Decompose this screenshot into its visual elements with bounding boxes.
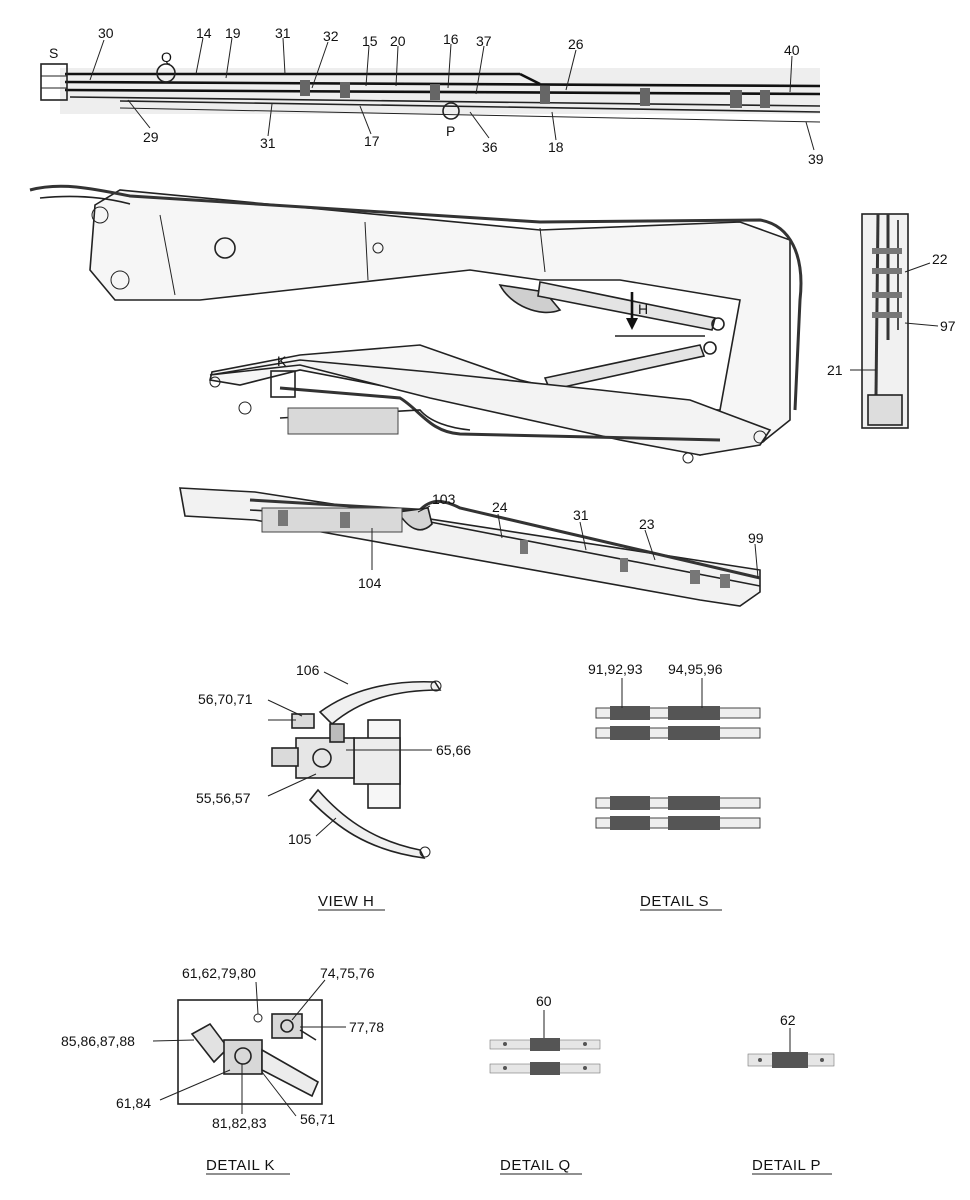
label-40: 40 bbox=[784, 42, 800, 58]
label-24: 24 bbox=[492, 499, 508, 515]
detail-s-title: DETAIL S bbox=[640, 893, 709, 910]
boom-labels: H K bbox=[277, 301, 648, 369]
label-37: 37 bbox=[476, 33, 492, 49]
detail-p-labels: 62 bbox=[780, 1012, 796, 1028]
label-31-top: 31 bbox=[275, 25, 291, 41]
label-32: 32 bbox=[323, 28, 339, 44]
detail-q-title: DETAIL Q bbox=[500, 1157, 571, 1174]
label-85-86-87-88: 85,86,87,88 bbox=[61, 1033, 135, 1049]
label-39: 39 bbox=[808, 151, 824, 167]
side-detail-labels: 22 97 21 bbox=[827, 251, 956, 378]
label-61-84: 61,84 bbox=[116, 1095, 151, 1111]
label-14: 14 bbox=[196, 25, 212, 41]
label-P: P bbox=[446, 123, 455, 139]
label-106: 106 bbox=[296, 662, 320, 678]
label-29: 29 bbox=[143, 129, 159, 145]
label-26: 26 bbox=[568, 36, 584, 52]
label-Q: Q bbox=[161, 49, 172, 65]
view-h-labels: 106 56,70,71 65,66 55,56,57 105 bbox=[196, 662, 471, 847]
label-31-bottom: 31 bbox=[260, 135, 276, 151]
label-S: S bbox=[49, 45, 58, 61]
label-62: 62 bbox=[780, 1012, 796, 1028]
detail-k-caption: DETAIL K bbox=[206, 1157, 290, 1175]
detail-p-illustration bbox=[747, 1028, 835, 1068]
label-19: 19 bbox=[225, 25, 241, 41]
detail-q-labels: 60 bbox=[536, 993, 552, 1009]
detail-q-illustration bbox=[489, 1010, 601, 1075]
label-55-56-57: 55,56,57 bbox=[196, 790, 251, 806]
detail-k-title: DETAIL K bbox=[206, 1157, 275, 1174]
label-77-78: 77,78 bbox=[349, 1019, 384, 1035]
label-H: H bbox=[638, 301, 648, 317]
top-leader-lines bbox=[89, 37, 815, 151]
arm-labels: 103 24 31 23 99 104 bbox=[358, 491, 764, 591]
label-K: K bbox=[277, 353, 287, 369]
detail-s-illustration bbox=[595, 678, 761, 830]
detail-k-leaders bbox=[152, 979, 346, 1117]
view-h-caption: VIEW H bbox=[318, 893, 385, 911]
label-17: 17 bbox=[364, 133, 380, 149]
label-20: 20 bbox=[390, 33, 406, 49]
label-94-95-96: 94,95,96 bbox=[668, 661, 723, 677]
detail-k-illustration bbox=[177, 999, 323, 1105]
label-65-66: 65,66 bbox=[436, 742, 471, 758]
label-60: 60 bbox=[536, 993, 552, 1009]
detail-q-caption: DETAIL Q bbox=[500, 1157, 582, 1175]
label-81-82-83: 81,82,83 bbox=[212, 1115, 267, 1131]
top-hose-assembly bbox=[40, 63, 821, 123]
detail-s-labels: 91,92,93 94,95,96 bbox=[588, 661, 723, 677]
detail-k-labels: 61,62,79,80 74,75,76 77,78 85,86,87,88 6… bbox=[61, 965, 384, 1131]
label-18: 18 bbox=[548, 139, 564, 155]
label-104: 104 bbox=[358, 575, 382, 591]
label-74-75-76: 74,75,76 bbox=[320, 965, 375, 981]
label-61-62-79-80: 61,62,79,80 bbox=[182, 965, 256, 981]
label-36: 36 bbox=[482, 139, 498, 155]
side-hose-detail bbox=[850, 213, 939, 429]
view-h-illustration bbox=[268, 680, 442, 859]
detail-p-title: DETAIL P bbox=[752, 1157, 821, 1174]
label-31-arm: 31 bbox=[573, 507, 589, 523]
top-labels: S 30 Q 14 19 31 32 15 20 16 37 26 40 29 … bbox=[49, 25, 824, 167]
view-h-leaders bbox=[267, 671, 432, 837]
label-15: 15 bbox=[362, 33, 378, 49]
label-30: 30 bbox=[98, 25, 114, 41]
detail-p-caption: DETAIL P bbox=[752, 1157, 832, 1175]
view-h-title: VIEW H bbox=[318, 893, 374, 910]
label-22: 22 bbox=[932, 251, 948, 267]
label-23: 23 bbox=[639, 516, 655, 532]
label-103: 103 bbox=[432, 491, 456, 507]
arm-illustration bbox=[179, 487, 761, 607]
boom-illustration bbox=[29, 184, 803, 464]
label-105: 105 bbox=[288, 831, 312, 847]
label-56-70-71: 56,70,71 bbox=[198, 691, 253, 707]
label-91-92-93: 91,92,93 bbox=[588, 661, 643, 677]
label-16: 16 bbox=[443, 31, 459, 47]
label-21: 21 bbox=[827, 362, 843, 378]
label-56-71: 56,71 bbox=[300, 1111, 335, 1127]
label-99: 99 bbox=[748, 530, 764, 546]
label-97: 97 bbox=[940, 318, 956, 334]
detail-s-caption: DETAIL S bbox=[640, 893, 722, 911]
